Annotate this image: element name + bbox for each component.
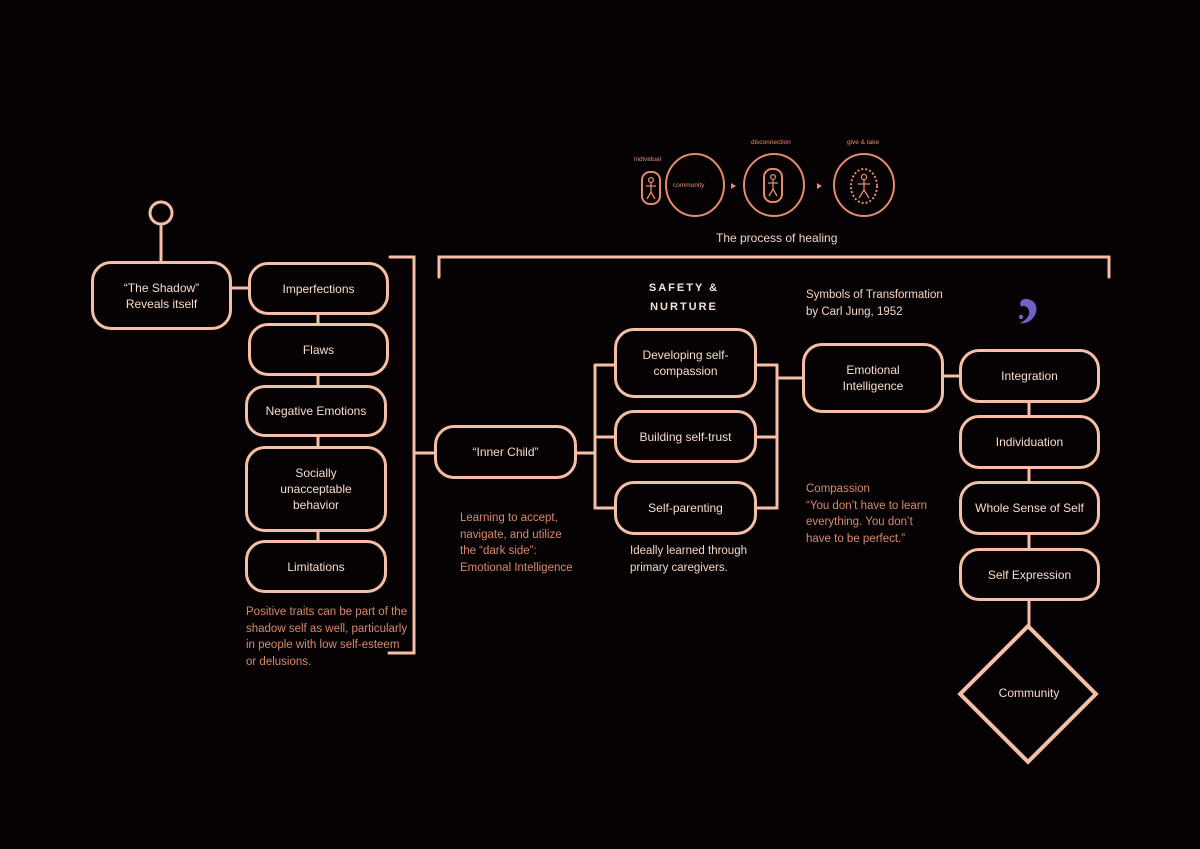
- trait-label: Imperfections: [282, 281, 355, 296]
- safety-heading: SAFETY & NURTURE: [648, 282, 720, 313]
- trait-node[interactable]: Flaws: [248, 323, 389, 376]
- emotional-intelligence-node[interactable]: Emotional Intelligence: [802, 343, 944, 413]
- community-label-text: Community: [998, 686, 1060, 700]
- inner-child-label: “Inner Child”: [472, 445, 539, 459]
- trait-node[interactable]: Imperfections: [248, 262, 389, 315]
- inner-child-note: Learning to accept, navigate, and utiliz…: [460, 512, 573, 574]
- safety-note: Ideally learned through primary caregive…: [630, 545, 747, 574]
- shadow-node[interactable]: “The Shadow” Reveals itself: [91, 261, 232, 330]
- spirit-swirl-icon: [1018, 299, 1037, 324]
- outcome-node[interactable]: Self Expression: [959, 548, 1100, 601]
- safety-item-label: Developing self-compassion: [642, 348, 729, 378]
- individual-label: individual: [634, 156, 662, 163]
- trait-node[interactable]: Limitations: [245, 540, 387, 593]
- trait-node[interactable]: Negative Emotions: [245, 385, 387, 437]
- give-take-label: give & take: [847, 139, 880, 146]
- compassion-note: Compassion “You don’t have to learn ever…: [806, 483, 928, 545]
- outcome-node[interactable]: Whole Sense of Self: [959, 481, 1100, 535]
- trait-node[interactable]: Socially unacceptable behavior: [245, 446, 387, 532]
- outcome-label: Individuation: [995, 435, 1064, 449]
- outcome-node[interactable]: Integration: [959, 349, 1100, 403]
- inner-child-node[interactable]: “Inner Child”: [434, 425, 577, 479]
- community-label: community: [673, 182, 705, 189]
- arrow-right-icon: [731, 183, 736, 189]
- safety-item-node[interactable]: Building self-trust: [614, 410, 757, 463]
- outcome-label: Self Expression: [987, 567, 1072, 582]
- trait-label: Flaws: [302, 342, 335, 357]
- trait-label: Socially unacceptable behavior: [280, 466, 352, 512]
- outcome-node[interactable]: Individuation: [959, 415, 1100, 469]
- trait-label: Limitations: [287, 559, 345, 574]
- emotional-intelligence-label: Emotional Intelligence: [842, 363, 904, 393]
- disconnection-label: disconnection: [751, 139, 791, 146]
- healing-caption: The process of healing: [716, 231, 838, 245]
- safety-item-node[interactable]: Developing self-compassion: [614, 328, 757, 398]
- safety-item-label: Self-parenting: [648, 501, 723, 515]
- outcome-label: Integration: [1001, 369, 1058, 383]
- outcome-label: Whole Sense of Self: [975, 501, 1084, 515]
- safety-item-node[interactable]: Self-parenting: [614, 481, 757, 535]
- shadow-node-label: “The Shadow” Reveals itself: [123, 280, 200, 311]
- start-circle-icon: [148, 200, 174, 226]
- safety-item-label: Building self-trust: [639, 429, 732, 444]
- trait-label: Negative Emotions: [265, 404, 367, 418]
- shadow-note: Positive traits can be part of the shado…: [246, 606, 408, 668]
- jung-note: Symbols of Transformation by Carl Jung, …: [806, 289, 943, 318]
